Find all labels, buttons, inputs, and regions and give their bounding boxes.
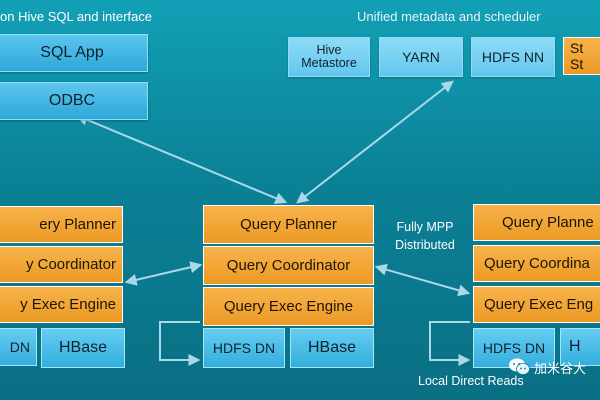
left-local-read-loop bbox=[159, 321, 201, 366]
watermark: 加米谷大 bbox=[508, 356, 586, 378]
odbc-to-center-arrow bbox=[75, 114, 288, 204]
center-to-scheduler-arrow bbox=[296, 80, 454, 204]
left-query-exec-engine: y Exec Engine bbox=[0, 286, 123, 323]
wechat-icon bbox=[508, 357, 530, 377]
fully-mpp-note: Fully MPP Distributed bbox=[380, 218, 470, 254]
distributed-label: Distributed bbox=[395, 238, 455, 252]
center-query-exec-engine: Query Exec Engine bbox=[203, 287, 374, 326]
watermark-text: 加米谷大 bbox=[534, 360, 587, 376]
right-query-coordinator: Query Coordina bbox=[473, 245, 600, 282]
right-query-exec-engine: Query Exec Eng bbox=[473, 286, 600, 323]
right-query-planner: Query Planne bbox=[473, 204, 600, 241]
left-query-planner: ery Planner bbox=[0, 206, 123, 243]
hive-metastore-box: Hive Metastore bbox=[288, 37, 370, 77]
left-hdfs-dn: DN bbox=[0, 328, 37, 366]
center-query-planner: Query Planner bbox=[203, 205, 374, 244]
statestore-label-bottom: St bbox=[570, 56, 584, 72]
hdfs-nn-box: HDFS NN bbox=[471, 37, 555, 77]
center-hbase: HBase bbox=[290, 328, 374, 368]
right-local-read-loop bbox=[429, 321, 471, 366]
local-direct-reads-note: Local Direct Reads bbox=[418, 374, 524, 388]
odbc-box: ODBC bbox=[0, 82, 148, 120]
center-hdfs-dn: HDFS DN bbox=[203, 328, 285, 368]
fully-mpp-label: Fully MPP bbox=[396, 220, 454, 234]
left-hbase: HBase bbox=[41, 328, 125, 368]
center-to-right-arrow bbox=[374, 263, 471, 297]
yarn-box: YARN bbox=[379, 37, 463, 77]
sql-app-box: SQL App bbox=[0, 34, 148, 72]
left-to-center-arrow bbox=[124, 261, 203, 286]
center-query-coordinator: Query Coordinator bbox=[203, 246, 374, 285]
statestore-label-top: St bbox=[570, 40, 584, 56]
right-hbase-partial: H bbox=[560, 328, 600, 366]
heading-hive-sql: on Hive SQL and interface bbox=[0, 9, 152, 24]
heading-metadata-scheduler: Unified metadata and scheduler bbox=[357, 9, 541, 24]
statestore-box-partial: St St bbox=[563, 37, 600, 75]
left-query-coordinator: y Coordinator bbox=[0, 246, 123, 283]
